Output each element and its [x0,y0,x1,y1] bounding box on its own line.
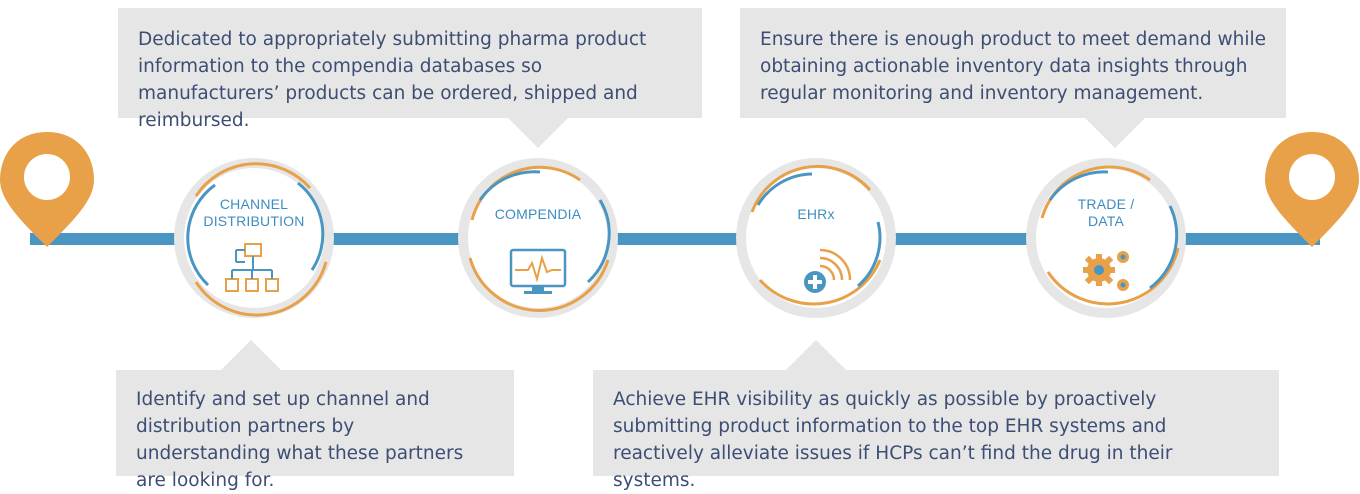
gears-icon [1083,251,1129,291]
timeline-bar [30,233,1320,245]
callout-channel-distribution: Identify and set up channel and distribu… [116,340,514,491]
callout-pointer [1085,118,1145,148]
callout-trade-data: Ensure there is enough product to meet d… [740,8,1286,148]
stage-label-ehrx: EHRx [797,206,835,222]
callout-trade-data-text: Ensure there is enough product to meet d… [760,29,1266,104]
stage-label-channel-distribution: CHANNEL DISTRIBUTION [203,196,305,229]
callout-compendia-text: Dedicated to appropriately submitting ph… [138,29,647,131]
callout-compendia: Dedicated to appropriately submitting ph… [118,8,702,148]
stage-ehrx-circle [736,158,896,318]
stage-channel-distribution-circle [174,158,334,318]
callout-pointer [221,340,281,370]
callout-pointer [786,340,846,370]
callout-ehrx-text: Achieve EHR visibility as quickly as pos… [613,389,1173,491]
stage-compendia-circle [458,158,618,318]
end-pin-icon [1265,132,1359,247]
callout-pointer [508,118,568,148]
callout-channel-distribution-text: Identify and set up channel and distribu… [136,389,464,491]
stage-trade-data-circle [1026,158,1186,318]
timeline-diagram [0,132,1359,318]
stage-label-compendia: COMPENDIA [494,206,582,222]
callout-ehrx: Achieve EHR visibility as quickly as pos… [593,340,1279,491]
stage-label-trade-data: TRADE / DATA [1077,196,1135,229]
start-pin-icon [0,132,94,247]
medical-signal-icon [804,248,852,293]
monitor-pulse-icon [509,248,567,294]
